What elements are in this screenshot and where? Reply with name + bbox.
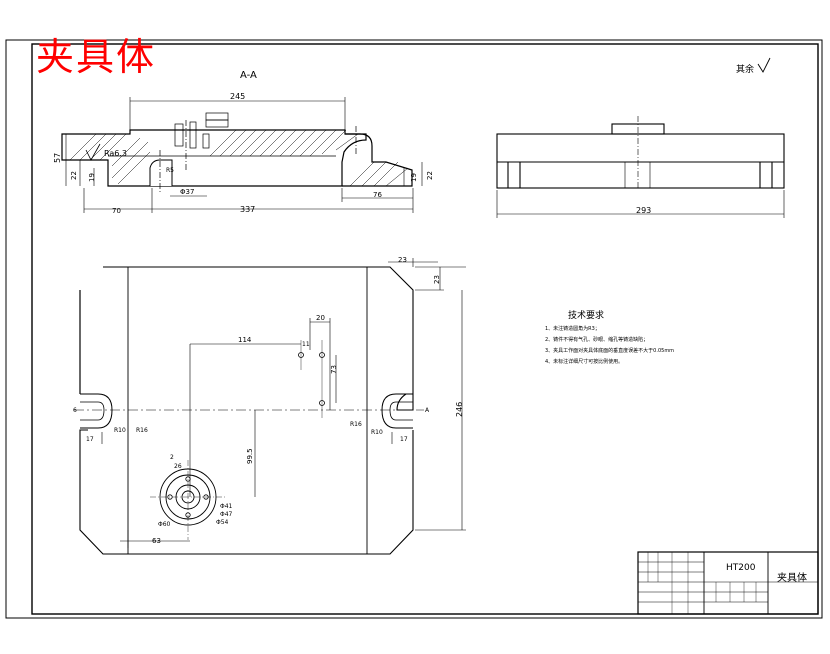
outer-border bbox=[5, 39, 823, 619]
dim-plan-11: 11 bbox=[302, 341, 310, 348]
tech-req-item-1: 1、未注铸造圆角为R3； bbox=[545, 325, 600, 332]
dim-h19-left: 19 bbox=[88, 173, 96, 182]
dim-r5: R5 bbox=[166, 167, 174, 174]
tech-req-item-4: 4、未标注详细尺寸可按比例使用。 bbox=[545, 358, 623, 365]
section-hatching bbox=[69, 129, 409, 187]
dim-plan-26: 26 bbox=[174, 463, 182, 470]
surface-note: 其余 bbox=[736, 63, 754, 75]
dim-plan-73: 73 bbox=[330, 365, 338, 374]
section-detail bbox=[159, 112, 357, 192]
dim-plan-dia47: Φ47 bbox=[220, 511, 233, 518]
dim-plan-17-right: 17 bbox=[400, 436, 408, 443]
inner-border bbox=[31, 43, 819, 615]
section-dimensions bbox=[65, 97, 423, 213]
tech-req-title: 技术要求 bbox=[568, 309, 604, 321]
dim-plan-r10-right: R10 bbox=[371, 429, 383, 436]
dim-side-293: 293 bbox=[636, 206, 651, 215]
title-block-part-name: 夹具体 bbox=[777, 571, 807, 584]
section-outline bbox=[61, 129, 367, 187]
dim-plan-63: 63 bbox=[152, 537, 161, 545]
dim-right-76: 76 bbox=[373, 191, 382, 199]
dim-plan-dia54: Φ54 bbox=[216, 519, 229, 526]
dim-plan-17-left: 17 bbox=[86, 436, 94, 443]
dim-plan-r10-left: R10 bbox=[114, 427, 126, 434]
tech-req-item-3: 3、夹具工作面对夹具体底面的垂直度误差不大于0.05mm bbox=[545, 347, 674, 354]
roughness-ra: Ra6.3 bbox=[104, 149, 127, 158]
dim-plan-w23: 23 bbox=[398, 256, 407, 264]
dim-plan-dia60: Φ60 bbox=[158, 521, 171, 528]
dim-plan-114: 114 bbox=[238, 336, 252, 344]
dim-plan-20: 20 bbox=[316, 314, 325, 322]
title-block bbox=[637, 551, 819, 615]
dim-plan-995: 99.5 bbox=[246, 448, 254, 464]
dim-left-70: 70 bbox=[112, 207, 121, 215]
dim-plan-6: 6 bbox=[73, 407, 77, 414]
section-arrow-a: A bbox=[425, 407, 430, 414]
side-view bbox=[496, 116, 785, 218]
plan-view bbox=[74, 258, 466, 555]
dim-plan-2: 2 bbox=[170, 454, 174, 461]
dim-plan-h246: 246 bbox=[455, 402, 464, 417]
plan-outline bbox=[79, 266, 414, 555]
dim-top-length: 245 bbox=[230, 92, 245, 101]
section-bore bbox=[149, 159, 173, 186]
surface-note-symbol bbox=[757, 57, 771, 73]
dim-plan-dia41: Φ41 bbox=[220, 503, 233, 510]
tech-requirements: 技术要求 1、未注铸造圆角为R3； 2、铸件不得有气孔、砂眼、缩孔等铸造缺陷； … bbox=[545, 309, 674, 365]
title-block-material: HT200 bbox=[726, 563, 756, 573]
dim-plan-h23: 23 bbox=[433, 275, 441, 284]
dim-h19-right: 19 bbox=[410, 173, 418, 182]
section-right-foot bbox=[342, 133, 413, 187]
dim-dia37: Φ37 bbox=[180, 188, 194, 196]
section-view-a-a: A-A bbox=[53, 70, 434, 215]
tech-req-item-2: 2、铸件不得有气孔、砂眼、缩孔等铸造缺陷； bbox=[545, 336, 648, 343]
dim-h22-right: 22 bbox=[426, 171, 434, 180]
dim-h22-left: 22 bbox=[70, 171, 78, 180]
section-label: A-A bbox=[240, 70, 257, 81]
dim-bottom-337: 337 bbox=[240, 205, 255, 214]
dim-plan-r16-right: R16 bbox=[350, 421, 362, 428]
dim-plan-r16-left: R16 bbox=[136, 427, 148, 434]
dim-height-57: 57 bbox=[53, 153, 62, 163]
title-overlay: 夹具体 bbox=[36, 35, 157, 79]
roughness-symbol bbox=[85, 143, 101, 161]
